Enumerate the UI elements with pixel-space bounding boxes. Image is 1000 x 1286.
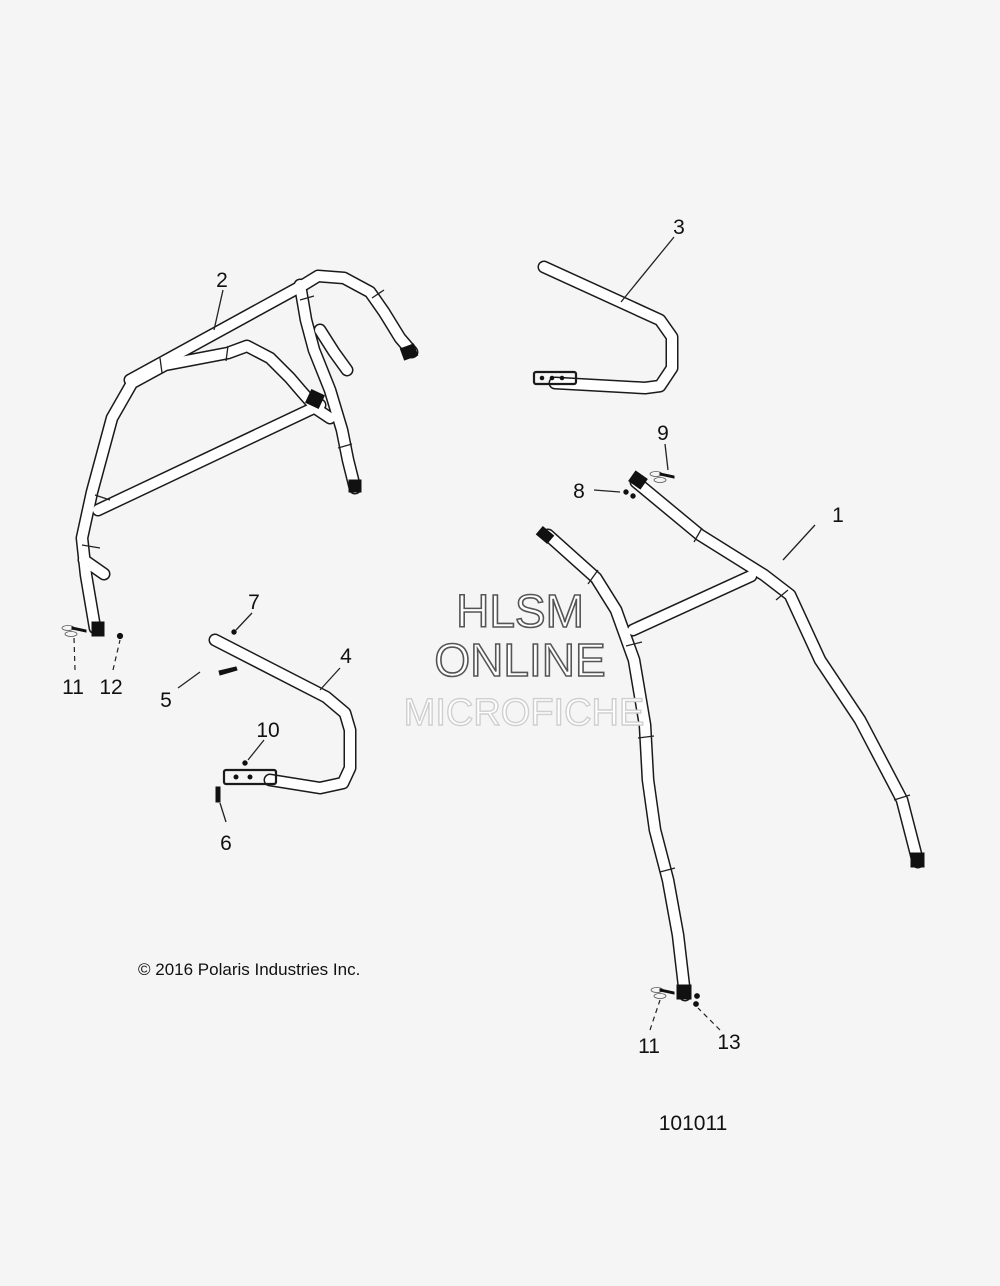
callout-9: 9 bbox=[657, 422, 669, 445]
callout-1: 1 bbox=[832, 504, 844, 527]
callout-11-right: 11 bbox=[638, 1035, 660, 1058]
part-1-top-cap bbox=[535, 525, 555, 545]
callout-7: 7 bbox=[248, 591, 260, 614]
part-1-detail-lines bbox=[587, 527, 911, 873]
callout-10: 10 bbox=[256, 719, 279, 742]
part-1-tubes-fill bbox=[543, 477, 923, 1000]
nut-8b bbox=[630, 493, 636, 499]
part-1-foot-plate-left bbox=[676, 984, 692, 1000]
pin-11-right bbox=[650, 987, 675, 999]
nut-8 bbox=[623, 489, 629, 495]
nut-10 bbox=[242, 760, 248, 766]
bolt-6 bbox=[215, 786, 221, 803]
part-2-foot-plate bbox=[91, 621, 105, 637]
nut-7 bbox=[231, 629, 237, 635]
part-2-end-cap bbox=[399, 343, 419, 361]
nut-13b bbox=[693, 1001, 699, 1007]
callout-3: 3 bbox=[673, 216, 685, 239]
callout-13: 13 bbox=[717, 1031, 740, 1054]
hardware bbox=[61, 471, 700, 1007]
bolt-5 bbox=[218, 666, 238, 676]
part-2-rear-cage bbox=[75, 269, 419, 637]
callout-11-left: 11 bbox=[62, 676, 84, 699]
pin-11-left bbox=[61, 625, 87, 637]
part-4-brace bbox=[208, 633, 357, 795]
leader-lines bbox=[73, 236, 816, 1031]
copyright-text: © 2016 Polaris Industries Inc. bbox=[138, 960, 360, 979]
part-2-bracket bbox=[305, 389, 325, 409]
callout-6: 6 bbox=[220, 832, 232, 855]
part-2-detail-lines bbox=[81, 289, 385, 549]
watermark-line2: ONLINE bbox=[434, 634, 605, 686]
part-2-tubes-fill bbox=[77, 271, 417, 633]
part-4-mount-tab bbox=[222, 768, 278, 786]
watermark-line3: MICROFICHE bbox=[404, 692, 645, 734]
nut-12 bbox=[116, 632, 124, 640]
watermark: HLSM ONLINE MICROFICHE bbox=[403, 584, 645, 735]
part-2-tubes-outline bbox=[75, 269, 419, 635]
callout-12: 12 bbox=[99, 676, 122, 699]
watermark-line1: HLSM bbox=[456, 585, 584, 637]
part-1-front-cage bbox=[535, 470, 925, 1002]
nut-13 bbox=[694, 993, 700, 999]
part-3-mount-tab bbox=[532, 370, 578, 386]
part-1-front-bracket bbox=[628, 470, 648, 490]
part-2-end-plate bbox=[348, 479, 362, 493]
figure-number: 101011 bbox=[659, 1112, 728, 1135]
callout-2: 2 bbox=[216, 269, 228, 292]
callout-labels: 1 2 3 4 5 6 7 8 9 10 11 12 11 13 bbox=[62, 216, 844, 1058]
callout-5: 5 bbox=[160, 689, 172, 712]
pin-9 bbox=[649, 471, 675, 483]
callout-4: 4 bbox=[340, 645, 352, 668]
callout-8: 8 bbox=[573, 480, 585, 503]
part-3-brace bbox=[532, 260, 679, 395]
part-1-foot-plate-right bbox=[910, 852, 925, 868]
